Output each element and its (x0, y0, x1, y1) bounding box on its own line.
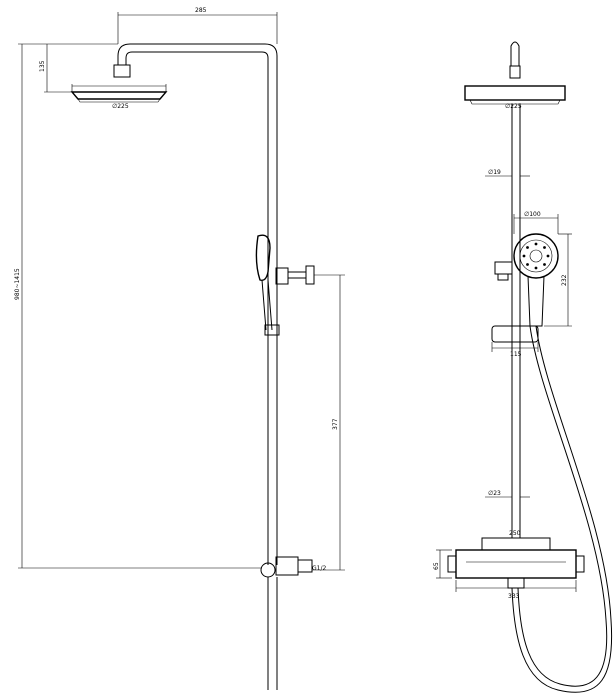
label-arm-reach: 285 (195, 7, 207, 14)
side-mixer-valve (260, 562, 276, 578)
side-shower-head (70, 91, 168, 100)
label-mixer-width-bottom: 333 (508, 593, 520, 600)
front-hand-shower-handle (527, 275, 545, 327)
label-mixer-width-top: 250 (509, 530, 521, 537)
label-total-height: 980~1415 (14, 268, 21, 300)
side-head-connector (113, 64, 131, 78)
label-hand-length: 232 (561, 274, 568, 286)
front-hand-shower-face (513, 233, 559, 279)
front-hose-outer (517, 325, 608, 687)
label-head-diameter-side: ∅225 (112, 103, 129, 110)
front-mixer-body (455, 549, 577, 579)
label-lower-rail-diameter: ∅23 (488, 490, 501, 497)
side-hand-shower-head (255, 234, 271, 282)
label-bar-to-mixer: 377 (332, 418, 339, 430)
front-view: ∅225 ∅19 115 (433, 41, 613, 693)
front-hose-inner (511, 325, 613, 693)
front-mixer-top (481, 537, 551, 551)
side-head-nozzles (77, 98, 161, 103)
side-view: 285 135 ∅225 980~1415 377 G1/2 (14, 7, 345, 690)
label-head-height: 135 (39, 60, 46, 72)
label-rail-diameter: ∅19 (488, 169, 501, 176)
front-mixer-left-knob (447, 555, 457, 573)
side-mixer-knob (297, 559, 313, 573)
label-head-diameter-front: ∅225 (505, 103, 522, 110)
side-top-arm-outer (117, 43, 278, 65)
side-hand-shower-handle (261, 279, 273, 331)
front-mixer-right-knob (575, 555, 585, 573)
side-lower-pipe (267, 577, 278, 690)
side-mixer-body (275, 556, 299, 576)
label-mixer-outlet: G1/2 (312, 565, 326, 572)
front-shower-head (464, 85, 566, 101)
front-holder-knob (494, 261, 513, 275)
label-mixer-height: 65 (433, 562, 440, 570)
front-mixer-outlet (507, 577, 525, 589)
side-slide-holder (275, 267, 289, 285)
side-top-arm-inner (125, 51, 269, 65)
front-head-connector (509, 65, 521, 79)
label-holder-width: 115 (510, 351, 522, 358)
front-riser-pipe (511, 104, 521, 538)
front-top-elbow (510, 41, 520, 66)
side-hose-clip (264, 324, 280, 336)
side-holder-knob (305, 265, 315, 285)
side-riser-pipe (267, 62, 278, 565)
front-hand-shower-nozzles (522, 242, 550, 270)
front-slide-bracket (491, 325, 539, 343)
label-hand-diameter: ∅100 (524, 211, 541, 218)
side-holder-arm (288, 271, 307, 279)
